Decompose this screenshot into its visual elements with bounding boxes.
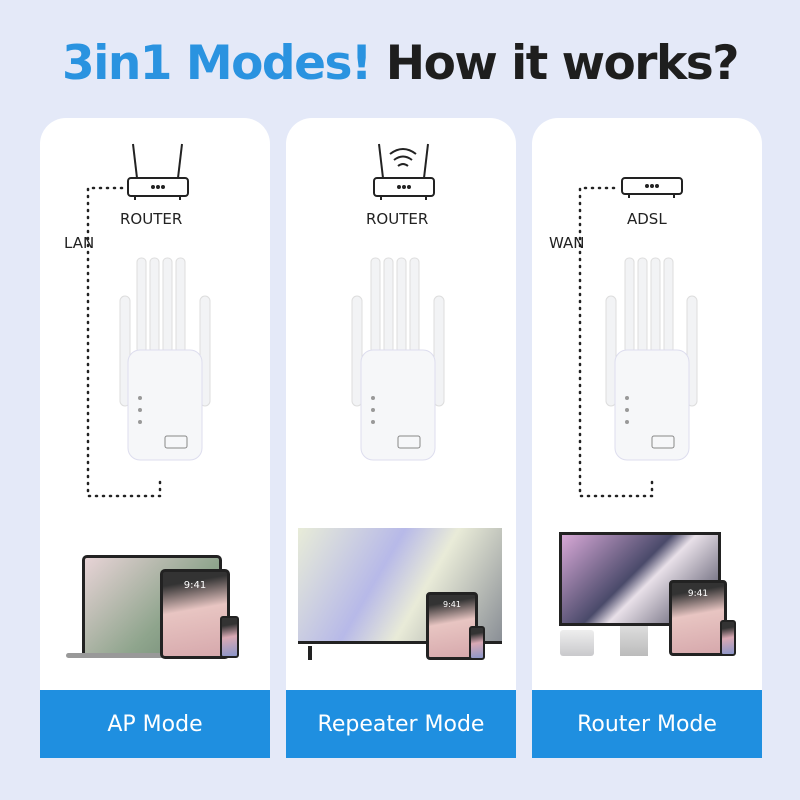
ap-diagram — [86, 143, 211, 498]
ap-mode-label: AP Mode — [40, 690, 270, 758]
extender-icon — [351, 257, 445, 461]
extender-icon — [119, 257, 211, 461]
router-label: ROUTER — [120, 210, 183, 228]
router-label: ROUTER — [366, 210, 429, 228]
router-mode-label: Router Mode — [532, 690, 762, 758]
adsl-label: ADSL — [627, 210, 667, 228]
panel-repeater-mode: ROUTER 9:41 Repeater Mode — [286, 118, 516, 758]
router-antenna-icon — [127, 143, 189, 200]
wan-label: WAN — [549, 234, 585, 252]
phone-image — [220, 616, 239, 658]
page-title: 3in1 Modes! How it works? — [62, 36, 739, 91]
modem-icon — [621, 177, 683, 198]
lan-label: LAN — [64, 234, 95, 252]
repeater-diagram — [351, 143, 445, 461]
router-wifi-icon — [373, 143, 435, 200]
router-diagram — [578, 177, 698, 498]
tv-stand — [308, 646, 312, 660]
tablet-image: 9:41 — [160, 569, 230, 659]
extender-icon — [605, 257, 698, 461]
laptop-base — [66, 653, 226, 658]
desktop-box — [560, 630, 594, 656]
monitor-stand — [620, 626, 648, 656]
wan-cable — [578, 186, 654, 498]
phone-image — [720, 620, 736, 656]
repeater-mode-label: Repeater Mode — [286, 690, 516, 758]
panel-router-mode: ADSL WAN 9:41 Router Mode — [532, 118, 762, 758]
panel-ap-mode: ROUTER LAN 9:41 AP Mode — [40, 118, 270, 758]
tablet-image: 9:41 — [669, 580, 727, 656]
phone-image — [469, 626, 485, 660]
lan-cable — [86, 186, 162, 498]
